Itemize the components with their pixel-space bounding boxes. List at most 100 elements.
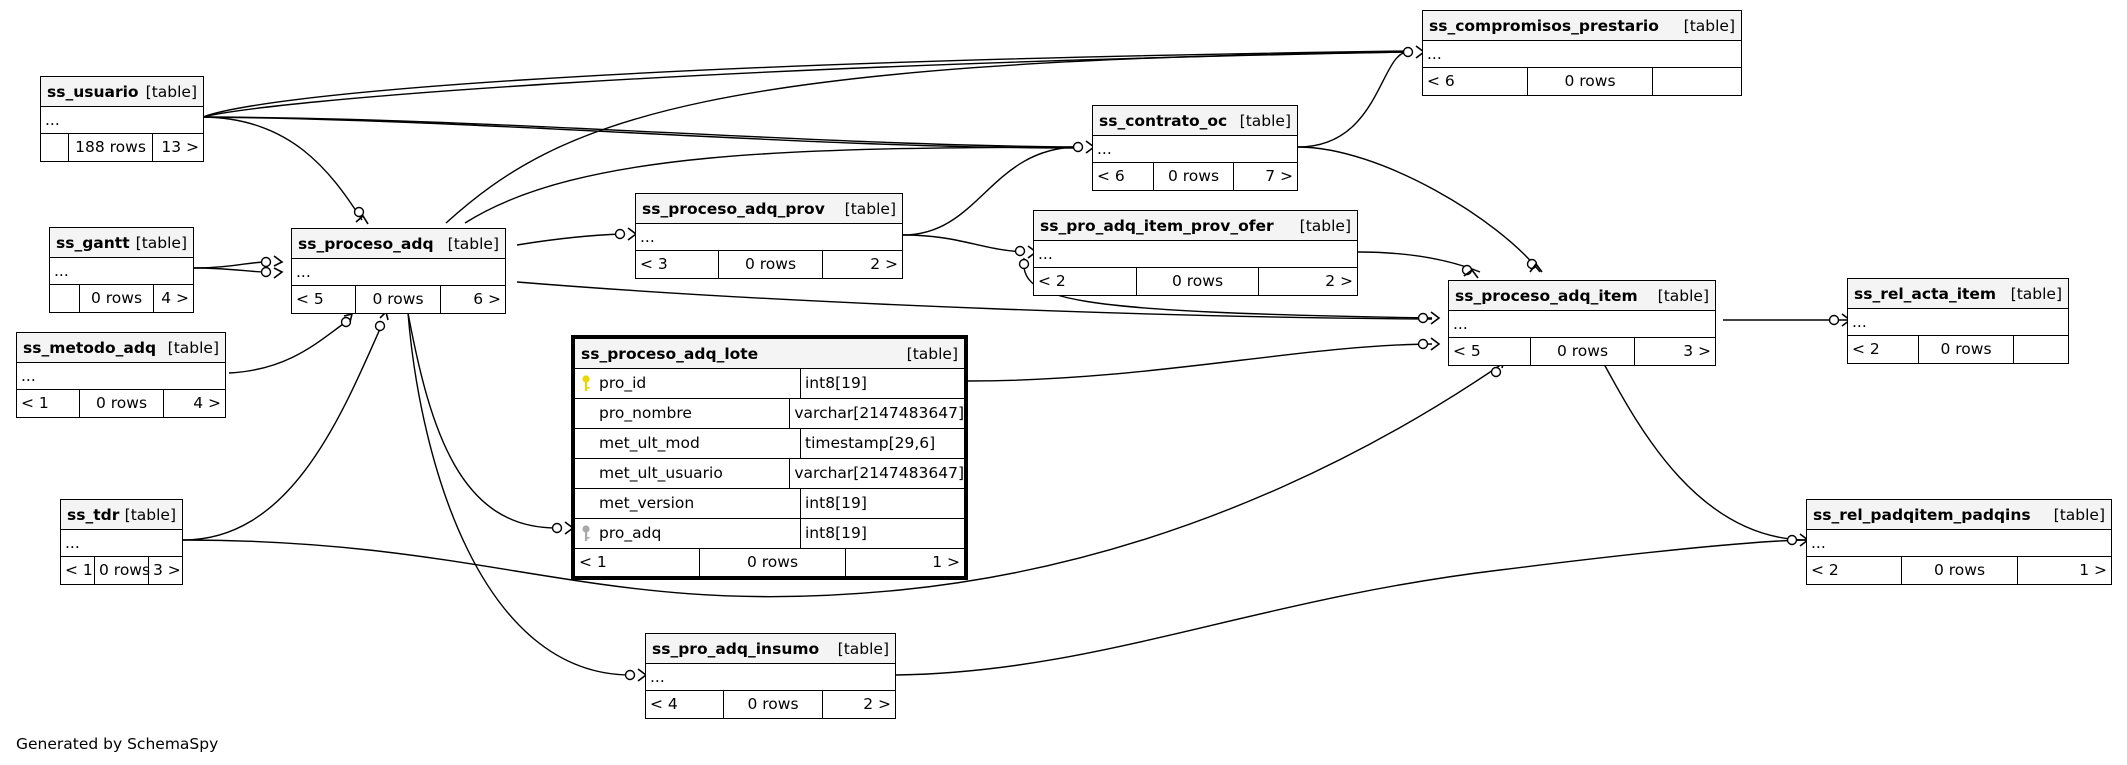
table-body: ... (292, 259, 505, 286)
children-count[interactable] (1653, 68, 1741, 95)
table-kind: [table] (906, 344, 958, 363)
table-kind: [table] (837, 639, 889, 658)
table-body: ... (1423, 41, 1741, 68)
table-name: ss_tdr (67, 505, 120, 524)
parents-count[interactable]: < 4 (646, 691, 724, 718)
table-name: ss_rel_acta_item (1854, 284, 1997, 303)
column-type: varchar[2147483647] (794, 464, 964, 482)
table-ss-usuario[interactable]: ss_usuario [table] ... 188 rows 13 > (40, 76, 204, 162)
column-type: timestamp[29,6] (805, 434, 936, 452)
table-kind: [table] (167, 338, 219, 357)
generated-by-footer: Generated by SchemaSpy (16, 735, 219, 753)
column-type: int8[19] (805, 494, 867, 512)
parents-count[interactable] (50, 285, 80, 312)
table-body: ... (41, 107, 203, 134)
table-ss-pro-adq-item-prov-ofer[interactable]: ss_pro_adq_item_prov_ofer[table] ... < 2… (1033, 210, 1358, 296)
children-count[interactable]: 1 > (2079, 561, 2107, 579)
column-row: pro_adq int8[19] (575, 519, 964, 549)
parents-count[interactable]: < 1 (17, 390, 80, 417)
row-count: 0 rows (1531, 338, 1635, 365)
foreign-key-icon (582, 525, 590, 541)
column-name: met_ult_usuario (599, 464, 723, 482)
children-count[interactable]: 13 > (161, 138, 199, 156)
table-name: ss_contrato_oc (1099, 111, 1228, 130)
column-name: pro_adq (599, 524, 662, 542)
row-count: 188 rows (69, 134, 153, 161)
table-name: ss_proceso_adq_item (1455, 286, 1638, 305)
row-count: 0 rows (1902, 557, 2018, 584)
table-body: ... (1807, 530, 2111, 557)
parents-count[interactable]: < 6 (1093, 163, 1154, 190)
table-body: ... (1449, 311, 1715, 338)
column-row: pro_id int8[19] (575, 369, 964, 399)
children-count[interactable] (2014, 336, 2068, 363)
parents-count[interactable]: < 6 (1423, 68, 1528, 95)
parents-count[interactable]: < 2 (1848, 336, 1919, 363)
table-name: ss_metodo_adq (23, 338, 157, 357)
table-body: ... (636, 224, 902, 251)
table-name: ss_rel_padqitem_padqins (1813, 505, 2031, 524)
table-name: ss_compromisos_prestario (1429, 16, 1659, 35)
column-row: met_ult_mod timestamp[29,6] (575, 429, 964, 459)
parents-count[interactable]: < 2 (1807, 557, 1902, 584)
row-count: 0 rows (719, 251, 823, 278)
table-name: ss_usuario (47, 82, 139, 101)
table-kind: [table] (124, 505, 176, 524)
table-kind: [table] (1683, 16, 1735, 35)
table-body: ... (1093, 136, 1297, 163)
row-count: 0 rows (80, 285, 154, 312)
table-name: ss_proceso_adq_lote (581, 344, 759, 363)
table-name: ss_proceso_adq_prov (642, 199, 825, 218)
children-count[interactable]: 2 > (870, 255, 898, 273)
children-count[interactable]: 3 > (1683, 342, 1711, 360)
parents-count[interactable]: < 5 (292, 286, 356, 313)
row-count: 0 rows (1137, 268, 1259, 295)
primary-key-icon (582, 375, 590, 391)
children-count[interactable]: 3 > (153, 561, 181, 579)
table-ss-proceso-adq-lote[interactable]: ss_proceso_adq_lote [table] pro_id int8[1… (571, 335, 968, 580)
children-count[interactable]: 4 > (193, 394, 221, 412)
children-count[interactable]: 7 > (1265, 167, 1293, 185)
parents-count[interactable]: < 3 (636, 251, 719, 278)
parents-count[interactable]: < 1 (61, 557, 95, 584)
parents-count[interactable]: < 5 (1449, 338, 1531, 365)
table-kind: [table] (1299, 216, 1351, 235)
parents-count[interactable]: < 1 (575, 549, 700, 576)
row-count: 0 rows (356, 286, 441, 313)
children-count[interactable]: 6 > (473, 290, 501, 308)
row-count: 0 rows (1919, 336, 2014, 363)
row-count: 0 rows (724, 691, 823, 718)
children-count[interactable]: 4 > (161, 289, 189, 307)
column-row: pro_nombre varchar[2147483647] (575, 399, 964, 429)
column-name: pro_nombre (599, 404, 692, 422)
parents-count[interactable] (41, 134, 69, 161)
table-body: ... (50, 258, 193, 285)
table-kind: [table] (145, 82, 197, 101)
children-count[interactable]: 2 > (1325, 272, 1353, 290)
children-count[interactable]: 2 > (863, 695, 891, 713)
table-kind: [table] (2053, 505, 2105, 524)
column-name: pro_id (599, 374, 647, 392)
column-name: met_version (599, 494, 695, 512)
row-count: 0 rows (700, 549, 846, 576)
row-count: 0 rows (80, 390, 164, 417)
parents-count[interactable]: < 2 (1034, 268, 1137, 295)
children-count[interactable]: 1 > (932, 553, 960, 571)
table-kind: [table] (135, 233, 187, 252)
table-body: ... (1034, 241, 1357, 268)
table-body: ... (61, 530, 182, 557)
column-type: varchar[2147483647] (794, 404, 964, 422)
table-body: ... (646, 664, 895, 691)
